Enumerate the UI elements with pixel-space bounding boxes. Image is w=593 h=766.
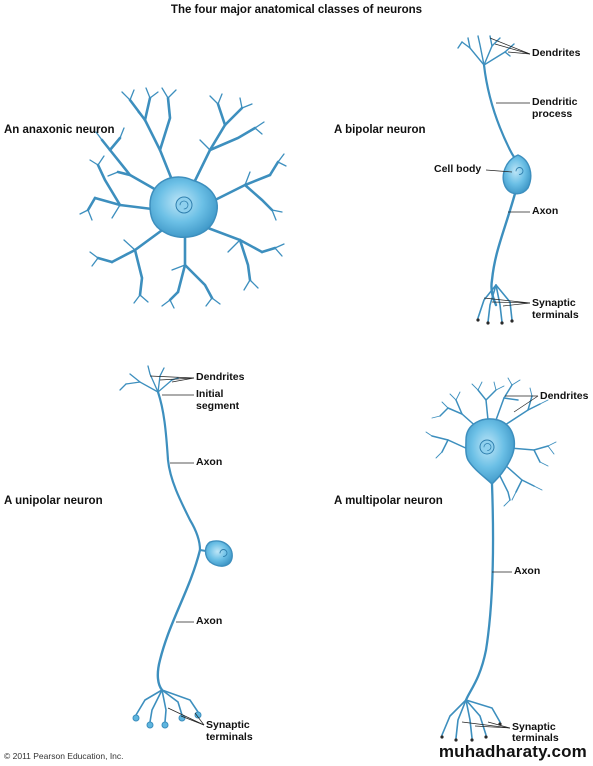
unipolar-initial-label-1: Initial [196, 388, 224, 400]
bipolar-synaptic-label-1: Synaptic [532, 297, 576, 309]
bipolar-heading: A bipolar neuron [334, 124, 426, 136]
unipolar-heading: A unipolar neuron [4, 495, 103, 507]
leader-lines [149, 37, 539, 729]
bipolar-axon-label: Axon [532, 205, 559, 217]
multipolar-axon-label: Axon [514, 565, 541, 577]
anaxonic-heading: An anaxonic neuron [4, 124, 115, 136]
multipolar-heading: A multipolar neuron [334, 495, 443, 507]
bipolar-dendritic-label-1: Dendritic [532, 96, 578, 108]
copyright-notice: © 2011 Pearson Education, Inc. [4, 751, 124, 761]
watermark: muhadharaty.com [438, 742, 587, 761]
unipolar-synaptic-label-2: terminals [206, 731, 253, 743]
bipolar-dendritic-label-2: process [532, 108, 573, 120]
unipolar-synaptic-label-1: Synaptic [206, 719, 250, 731]
unipolar-axon-upper-label: Axon [196, 456, 223, 468]
unipolar-neuron [119, 365, 233, 729]
unipolar-dendrites-label: Dendrites [196, 371, 245, 383]
anaxonic-neuron [79, 87, 287, 309]
bipolar-synaptic-label-2: terminals [532, 309, 579, 321]
bipolar-neuron [457, 35, 532, 325]
multipolar-neuron [425, 377, 557, 742]
multipolar-dendrites-label: Dendrites [540, 390, 589, 402]
multipolar-synaptic-label-2: terminals [512, 732, 559, 744]
multipolar-synaptic-label-1: Synaptic [512, 721, 556, 733]
unipolar-axon-lower-label: Axon [196, 615, 223, 627]
unipolar-initial-label-2: segment [196, 400, 240, 412]
bipolar-cell-body-label: Cell body [434, 163, 482, 175]
figure-title: The four major anatomical classes of neu… [170, 4, 423, 16]
bipolar-dendrites-label: Dendrites [532, 47, 581, 59]
